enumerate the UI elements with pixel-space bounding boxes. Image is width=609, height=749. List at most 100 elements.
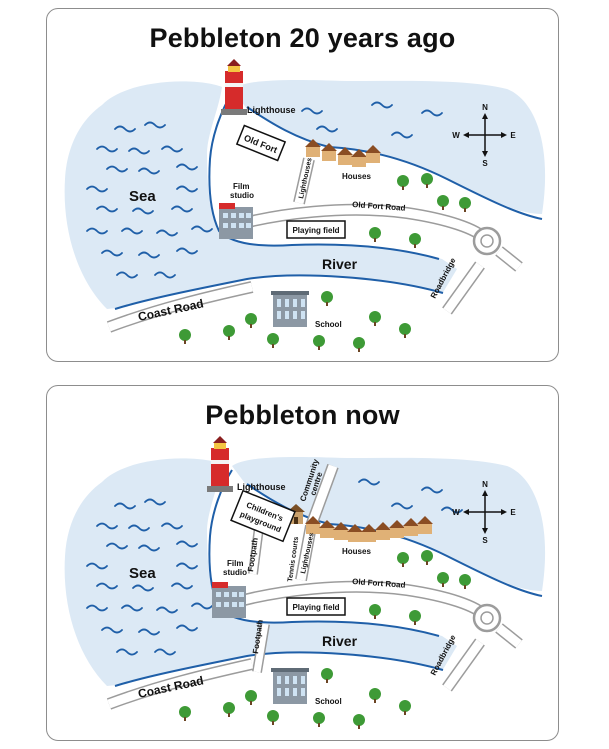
- label-film-studio-2: studio: [223, 568, 247, 577]
- tree-icon: [397, 175, 409, 190]
- compass-s: S: [482, 536, 488, 545]
- tree-icon: [245, 313, 257, 328]
- tree-icon: [437, 572, 449, 587]
- compass-e: E: [510, 508, 516, 517]
- tree-icon: [267, 333, 279, 348]
- label-film-studio-2: studio: [230, 191, 254, 200]
- house-icon: [347, 524, 363, 542]
- tree-icon: [369, 604, 381, 619]
- label-playing-field: Playing field: [292, 603, 339, 612]
- tree-icon: [313, 712, 325, 727]
- tree-icon: [459, 197, 471, 212]
- tree-icon: [245, 690, 257, 705]
- riverbank-south: [114, 651, 444, 687]
- label-film-studio-1: Film: [233, 182, 249, 191]
- tree-icon: [397, 552, 409, 567]
- label-river: River: [322, 256, 358, 272]
- tree-icon: [421, 550, 433, 565]
- tree-icon: [179, 706, 191, 721]
- tree-icon: [179, 329, 191, 344]
- sea-area: [64, 458, 458, 686]
- label-sea: Sea: [129, 565, 156, 582]
- school-building-icon: [271, 668, 309, 704]
- label-school: School: [315, 320, 342, 329]
- compass-rose-icon: N S W E: [452, 480, 516, 545]
- house-icon: [389, 520, 405, 538]
- school-building-icon: [271, 291, 309, 327]
- lighthouse-icon: [207, 436, 233, 492]
- map-past: Lighthouse Old Fort Houses Lighthouses O…: [64, 59, 546, 352]
- house-icon: [305, 516, 321, 534]
- tree-icon: [321, 668, 333, 683]
- house-icon: [321, 143, 337, 161]
- sea-waves: [86, 101, 443, 279]
- film-studio-building-icon: [219, 203, 253, 239]
- bay-area: [232, 456, 546, 591]
- playing-field-box: [286, 220, 346, 239]
- tree-icon: [409, 610, 421, 625]
- tree-icon: [353, 714, 365, 729]
- compass-s: S: [482, 159, 488, 168]
- sea-waves: [86, 478, 463, 656]
- compass-w: W: [452, 131, 460, 140]
- tree-icon: [369, 227, 381, 242]
- house-icon: [305, 139, 321, 157]
- tree-icon: [399, 323, 411, 338]
- tree-icon: [353, 337, 365, 352]
- label-old-fort-road: Old Fort Road: [352, 200, 406, 213]
- compass-e: E: [510, 131, 516, 140]
- label-old-fort-road: Old Fort Road: [352, 577, 406, 590]
- tree-icon: [399, 700, 411, 715]
- label-lighthouse: Lighthouse: [247, 105, 296, 115]
- old-fort-box: Old Fort: [235, 124, 287, 162]
- house-icon: [351, 149, 367, 167]
- lighthouse-icon: [221, 59, 247, 115]
- tree-icon: [223, 325, 235, 340]
- playing-field-box: [286, 597, 346, 616]
- tree-icon: [437, 195, 449, 210]
- compass-w: W: [452, 508, 460, 517]
- tree-icon: [369, 311, 381, 326]
- label-river: River: [322, 633, 358, 649]
- label-houses: Houses: [342, 547, 371, 556]
- label-sea: Sea: [129, 188, 156, 205]
- tree-icon: [421, 173, 433, 188]
- house-icon: [319, 520, 335, 538]
- tree-icon: [223, 702, 235, 717]
- trees: [179, 173, 471, 352]
- label-houses: Houses: [342, 172, 371, 181]
- tree-icon: [459, 574, 471, 589]
- map-panel-past: Pebbleton 20 years ago: [46, 8, 559, 362]
- house-icon: [361, 524, 377, 542]
- childrens-playground-box: Children's playground: [230, 489, 296, 543]
- label-playing-field: Playing field: [292, 226, 339, 235]
- riverbank-south: [114, 274, 444, 310]
- map-now: Lighthouse Community centre Children's p…: [64, 436, 546, 729]
- tree-icon: [267, 710, 279, 725]
- coastline-east: [246, 106, 543, 220]
- map-panel-now: Pebbleton now: [46, 385, 559, 741]
- film-studio-building-icon: [212, 582, 246, 618]
- tree-icon: [369, 688, 381, 703]
- house-icon: [403, 518, 419, 536]
- houses-cluster: [305, 516, 433, 542]
- bay-area: [232, 79, 546, 214]
- house-icon: [365, 145, 381, 163]
- compass-n: N: [482, 480, 488, 489]
- house-icon: [337, 147, 353, 165]
- house-icon: [375, 522, 391, 540]
- house-icon: [333, 522, 349, 540]
- label-film-studio-1: Film: [227, 559, 243, 568]
- map-title-now: Pebbleton now: [205, 400, 400, 430]
- sea-area: [64, 81, 458, 309]
- map-title-past: Pebbleton 20 years ago: [149, 23, 456, 53]
- compass-n: N: [482, 103, 488, 112]
- houses-cluster: [305, 139, 381, 167]
- label-school: School: [315, 697, 342, 706]
- label-lighthouse: Lighthouse: [237, 482, 286, 492]
- compass-rose-icon: N S W E: [452, 103, 516, 168]
- trees: [179, 550, 471, 729]
- tree-icon: [321, 291, 333, 306]
- tree-icon: [313, 335, 325, 350]
- house-icon: [417, 516, 433, 534]
